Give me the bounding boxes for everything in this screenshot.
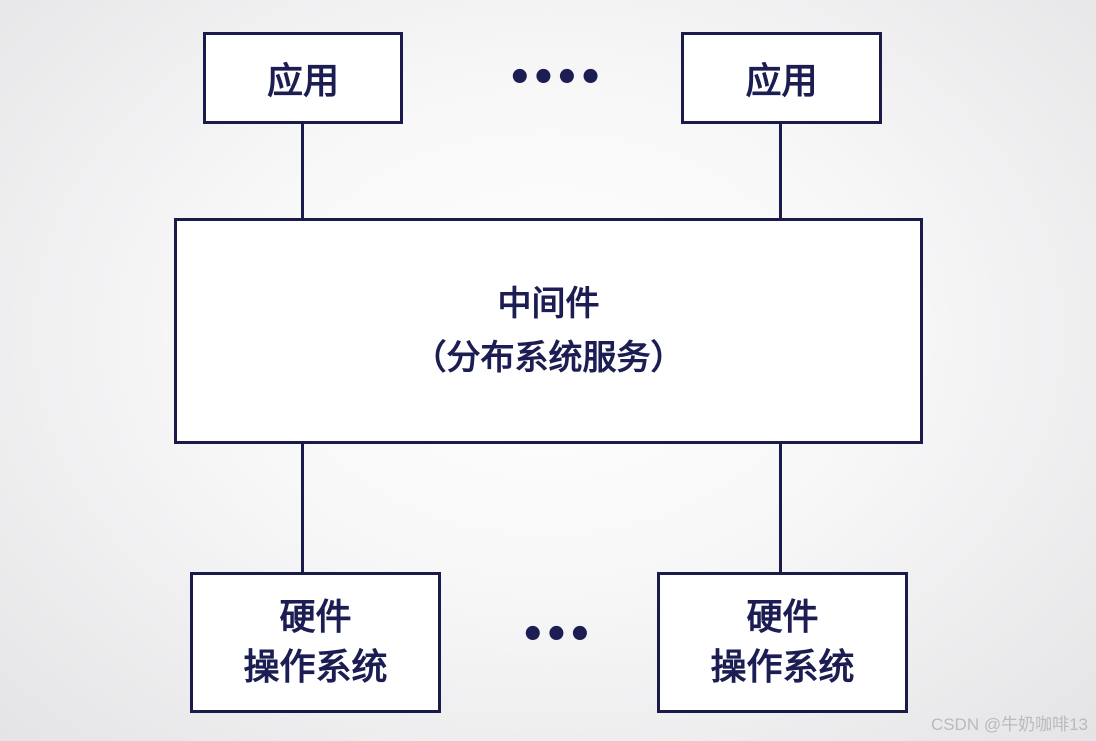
middleware-title: 中间件: [497, 284, 600, 324]
middleware-box: 中间件 （分布系统服务）: [174, 218, 923, 444]
middleware-subtitle: （分布系统服务）: [412, 338, 685, 378]
platform-os-label: 操作系统: [710, 646, 855, 688]
watermark: CSDN @牛奶咖啡13: [930, 715, 1088, 734]
application-label: 应用: [745, 61, 818, 102]
application-box-right: 应用: [681, 32, 882, 124]
platform-hardware-label: 硬件: [279, 596, 352, 638]
application-label: 应用: [266, 61, 339, 102]
platform-os-label: 操作系统: [243, 646, 388, 688]
connector-platform-right: [779, 441, 782, 575]
platform-box-left: 硬件 操作系统: [190, 572, 441, 713]
platform-box-right: 硬件 操作系统: [657, 572, 908, 713]
connector-platform-left: [301, 441, 304, 575]
top-ellipsis: ••••: [507, 55, 603, 101]
application-box-left: 应用: [203, 32, 403, 124]
bottom-ellipsis: •••: [520, 612, 593, 658]
platform-hardware-label: 硬件: [746, 596, 819, 638]
connector-app-left: [301, 122, 304, 221]
connector-app-right: [779, 122, 782, 221]
